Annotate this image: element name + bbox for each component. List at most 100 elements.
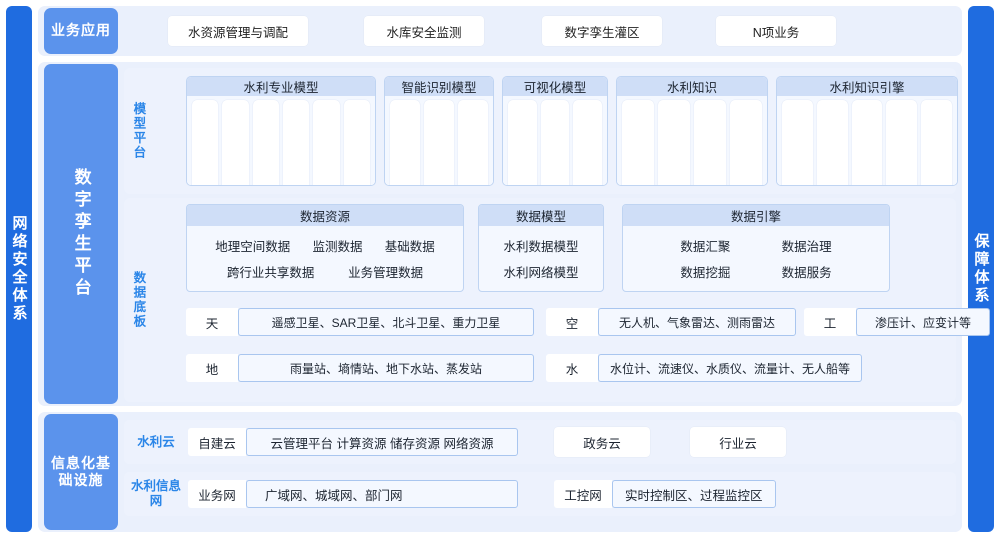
data-row: 地理空间数据 监测数据 基础数据 (193, 236, 457, 255)
data-item[interactable]: 数据挖掘 (680, 266, 731, 280)
group-items: 遥感识别 视频识别 语音识别 (385, 96, 493, 185)
group-data-engine: 数据引擎 数据汇聚 数据治理 数据挖掘 数据服务 (622, 204, 890, 292)
data-item[interactable]: 地理空间数据 (215, 240, 291, 254)
group-knowledge-engine: 水利知识引擎 知识标识 知识抽取 知识融合 知识推理 知识储存 (776, 76, 958, 186)
data-item[interactable]: 数据汇聚 (680, 240, 731, 254)
model-chip[interactable]: 水资源 (222, 100, 249, 185)
data-item[interactable]: 数据治理 (781, 240, 832, 254)
group-items: 知识标识 知识抽取 知识融合 知识推理 知识储存 (777, 96, 957, 185)
data-item[interactable]: 业务管理数据 (348, 266, 424, 280)
data-item[interactable]: 水利网络模型 (503, 266, 579, 280)
group-items: 业务规则 历史场景 专家经验 预报调度方案 (617, 96, 767, 185)
model-chip[interactable]: 自然背景 (508, 100, 537, 185)
tier-label-digital-twin: 数字孪生平台 (44, 64, 118, 404)
industrial-control-network-group: 工控网 实时控制区、过程监控区 (554, 480, 776, 508)
group-data-resources: 数据资源 地理空间数据 监测数据 基础数据 跨行业共享数据 业务管理数据 (186, 204, 464, 292)
network-tag: 业务网 (188, 480, 246, 508)
sensing-value[interactable]: 雨量站、墒情站、地下水站、蒸发站 (238, 354, 534, 382)
sensing-tag: 空 (546, 308, 598, 336)
group-title: 水利专业模型 (187, 77, 375, 96)
water-cloud-label: 水利云 (137, 434, 175, 449)
model-chip[interactable]: 语音识别 (458, 100, 488, 185)
model-chip[interactable]: 水利工程 (540, 100, 570, 185)
app-box-water-resource-management[interactable]: 水资源管理与调配 (168, 16, 308, 46)
model-chip[interactable]: 业务规则 (622, 100, 654, 185)
model-chip[interactable]: 遥感识别 (390, 100, 420, 185)
industry-cloud-box[interactable]: 行业云 (690, 427, 786, 457)
group-items: 自然背景 水利工程 机电设备 (503, 96, 607, 185)
network-value[interactable]: 广域网、城域网、部门网 (246, 480, 518, 508)
group-intelligent-recognition-models: 智能识别模型 遥感识别 视频识别 语音识别 (384, 76, 494, 186)
group-title: 数据模型 (479, 205, 603, 226)
app-box-digital-twin-irrigation[interactable]: 数字孪生灌区 (542, 16, 662, 46)
self-built-cloud-group: 自建云 云管理平台 计算资源 储存资源 网络资源 (188, 428, 518, 456)
data-row: 水利网络模型 (485, 262, 597, 281)
water-information-network-label: 水利信息网 (130, 479, 181, 508)
app-box-reservoir-safety-monitoring[interactable]: 水库安全监测 (364, 16, 484, 46)
model-chip[interactable]: 水文 (192, 100, 219, 185)
data-row: 数据汇聚 数据治理 (629, 236, 883, 255)
sensing-air: 空 无人机、气象雷达、测雨雷达 (546, 308, 796, 336)
group-data-model: 数据模型 水利数据模型 水利网络模型 (478, 204, 604, 292)
tier-label-infrastructure: 信息化基础设施 (44, 414, 118, 530)
sensing-tag: 天 (186, 308, 238, 336)
sensing-tag: 水 (546, 354, 598, 382)
network-tag: 工控网 (554, 480, 612, 508)
group-items: 水利数据模型 水利网络模型 (479, 226, 603, 291)
app-box-n-businesses[interactable]: N项业务 (716, 16, 836, 46)
data-floor-label: 数据底板 (131, 271, 146, 329)
group-visualization-models: 可视化模型 自然背景 水利工程 机电设备 (502, 76, 608, 186)
sensing-sky-satellite: 天 遥感卫星、SAR卫星、北斗卫星、重力卫星 (186, 308, 534, 336)
group-title: 智能识别模型 (385, 77, 493, 96)
model-chip[interactable]: 知识标识 (782, 100, 813, 185)
cloud-value[interactable]: 云管理平台 计算资源 储存资源 网络资源 (246, 428, 518, 456)
data-item[interactable]: 水利数据模型 (503, 240, 579, 254)
data-item[interactable]: 跨行业共享数据 (226, 266, 315, 280)
sensing-value[interactable]: 遥感卫星、SAR卫星、北斗卫星、重力卫星 (238, 308, 534, 336)
model-platform-section: 模型平台 水利专业模型 水文 水资源 洪水预报 配水调度 水力学 水利 智能识别… (124, 68, 958, 194)
network-value[interactable]: 实时控制区、过程监控区 (612, 480, 776, 508)
group-title: 数据引擎 (623, 205, 889, 226)
cloud-tag: 自建云 (188, 428, 246, 456)
model-chip[interactable]: 水力学 (313, 100, 340, 185)
pillar-support-system: 保障体系 (968, 6, 994, 532)
model-chip[interactable]: 专家经验 (694, 100, 726, 185)
model-chip[interactable]: 机电设备 (573, 100, 603, 185)
tier-label-applications: 业务应用 (44, 8, 118, 54)
sensing-engineering: 工 渗压计、应变计等 (804, 308, 990, 336)
sensing-value[interactable]: 无人机、气象雷达、测雨雷达 (598, 308, 796, 336)
data-row: 水利数据模型 (485, 236, 597, 255)
data-row: 跨行业共享数据 业务管理数据 (193, 262, 457, 281)
data-row: 数据挖掘 数据服务 (629, 262, 883, 281)
data-floor-section: 数据底板 数据资源 地理空间数据 监测数据 基础数据 跨行业共享数据 业务管理数… (124, 198, 990, 402)
data-item[interactable]: 基础数据 (384, 240, 435, 254)
group-title: 水利知识引擎 (777, 77, 957, 96)
group-items: 水文 水资源 洪水预报 配水调度 水力学 水利 (187, 96, 375, 185)
group-items: 数据汇聚 数据治理 数据挖掘 数据服务 (623, 226, 889, 291)
sensing-ground: 地 雨量站、墒情站、地下水站、蒸发站 (186, 354, 534, 382)
group-water-knowledge: 水利知识 业务规则 历史场景 专家经验 预报调度方案 (616, 76, 768, 186)
data-item[interactable]: 监测数据 (312, 240, 363, 254)
model-chip[interactable]: 配水调度 (282, 100, 310, 185)
business-network-group: 业务网 广域网、城域网、部门网 (188, 480, 518, 508)
model-platform-label: 模型平台 (131, 102, 146, 160)
model-chip[interactable]: 洪水预报 (252, 100, 279, 185)
sensing-value[interactable]: 水位计、流速仪、水质仪、流量计、无人船等 (598, 354, 862, 382)
sensing-value[interactable]: 渗压计、应变计等 (856, 308, 990, 336)
group-title: 数据资源 (187, 205, 463, 226)
model-chip[interactable]: 知识推理 (886, 100, 918, 185)
government-cloud-box[interactable]: 政务云 (554, 427, 650, 457)
model-chip[interactable]: 知识储存 (921, 100, 952, 185)
model-chip[interactable]: 知识融合 (851, 100, 883, 185)
sensing-water: 水 水位计、流速仪、水质仪、流量计、无人船等 (546, 354, 862, 382)
model-chip[interactable]: 视频识别 (424, 100, 454, 185)
group-items: 地理空间数据 监测数据 基础数据 跨行业共享数据 业务管理数据 (187, 226, 463, 291)
model-chip[interactable]: 历史场景 (658, 100, 690, 185)
model-chip[interactable]: 知识抽取 (816, 100, 848, 185)
model-chip[interactable]: 预报调度方案 (730, 100, 762, 185)
data-item[interactable]: 数据服务 (781, 266, 832, 280)
infrastructure-network-row: 水利信息网 业务网 广域网、城域网、部门网 工控网 实时控制区、过程监控区 (124, 472, 956, 516)
sensing-tag: 工 (804, 308, 856, 336)
model-chip[interactable]: 水利 (343, 100, 370, 185)
